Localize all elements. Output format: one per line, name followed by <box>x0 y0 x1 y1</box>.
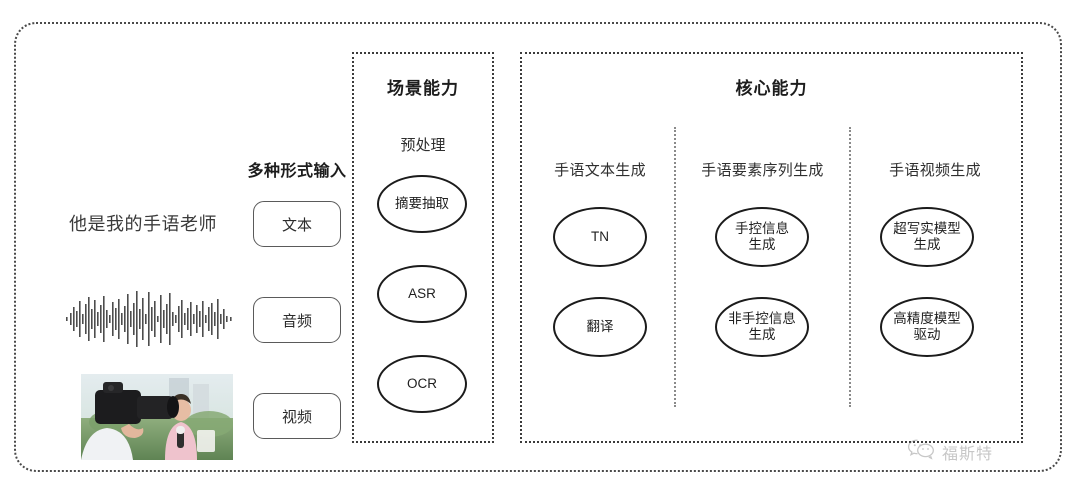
core-column-divider-2 <box>849 127 851 407</box>
wechat-icon <box>906 438 936 465</box>
scene-capability-panel: 场景能力 预处理 摘要抽取 ASR OCR <box>352 52 494 443</box>
core-node-translation[interactable]: 翻译 <box>553 297 647 357</box>
scene-node-asr[interactable]: ASR <box>377 265 467 323</box>
core-node-manual-info-generation[interactable]: 手控信息 生成 <box>715 207 809 267</box>
scene-panel-subtitle: 预处理 <box>400 137 446 154</box>
core-node-manual-info-line1: 手控信息 <box>735 221 789 237</box>
watermark: 福斯特 <box>906 438 993 465</box>
watermark-text: 福斯特 <box>942 445 994 463</box>
waveform-icon <box>64 288 236 350</box>
core-node-tn-line1: TN <box>591 229 609 245</box>
core-capability-panel: 核心能力 手语文本生成 手语要素序列生成 手语视频生成 TN 翻译 手控信息 生… <box>520 52 1023 443</box>
core-node-non-manual-info-line1: 非手控信息 <box>728 311 796 327</box>
core-node-high-precision-model-driving[interactable]: 高精度模型 驱动 <box>880 297 974 357</box>
core-node-high-precision-line2: 驱动 <box>913 327 941 342</box>
core-node-photorealistic-model-generation[interactable]: 超写实模型 生成 <box>880 207 974 267</box>
core-column-title-sign-video-generation: 手语视频生成 <box>889 162 981 179</box>
core-node-tn[interactable]: TN <box>553 207 647 267</box>
core-node-manual-info-line2: 生成 <box>748 237 776 252</box>
core-column-divider-1 <box>674 127 676 407</box>
core-column-title-sign-text-generation: 手语文本生成 <box>554 162 646 179</box>
scene-panel-title: 场景能力 <box>387 79 459 98</box>
input-modality-audio-box[interactable]: 音频 <box>253 297 341 343</box>
core-node-photorealistic-line1: 超写实模型 <box>893 221 961 237</box>
outer-frame <box>14 22 1062 472</box>
core-panel-title: 核心能力 <box>735 79 808 98</box>
sample-sentence-text: 他是我的手语老师 <box>69 214 217 234</box>
core-column-title-sign-element-sequence-generation: 手语要素序列生成 <box>701 162 824 179</box>
core-node-high-precision-line1: 高精度模型 <box>893 311 961 327</box>
core-node-non-manual-info-line2: 生成 <box>748 327 776 342</box>
scene-node-summary-extraction[interactable]: 摘要抽取 <box>377 175 467 233</box>
input-modality-text-box[interactable]: 文本 <box>253 201 341 247</box>
video-thumbnail-icon <box>81 374 233 460</box>
scene-node-ocr[interactable]: OCR <box>377 355 467 413</box>
core-node-non-manual-info-generation[interactable]: 非手控信息 生成 <box>715 297 809 357</box>
core-node-photorealistic-line2: 生成 <box>913 237 941 252</box>
input-section: 多种形式输入 他是我的手语老师 <box>26 52 346 460</box>
input-section-heading: 多种形式输入 <box>247 163 347 180</box>
core-node-translation-line1: 翻译 <box>586 319 614 335</box>
input-modality-video-box[interactable]: 视频 <box>253 393 341 439</box>
